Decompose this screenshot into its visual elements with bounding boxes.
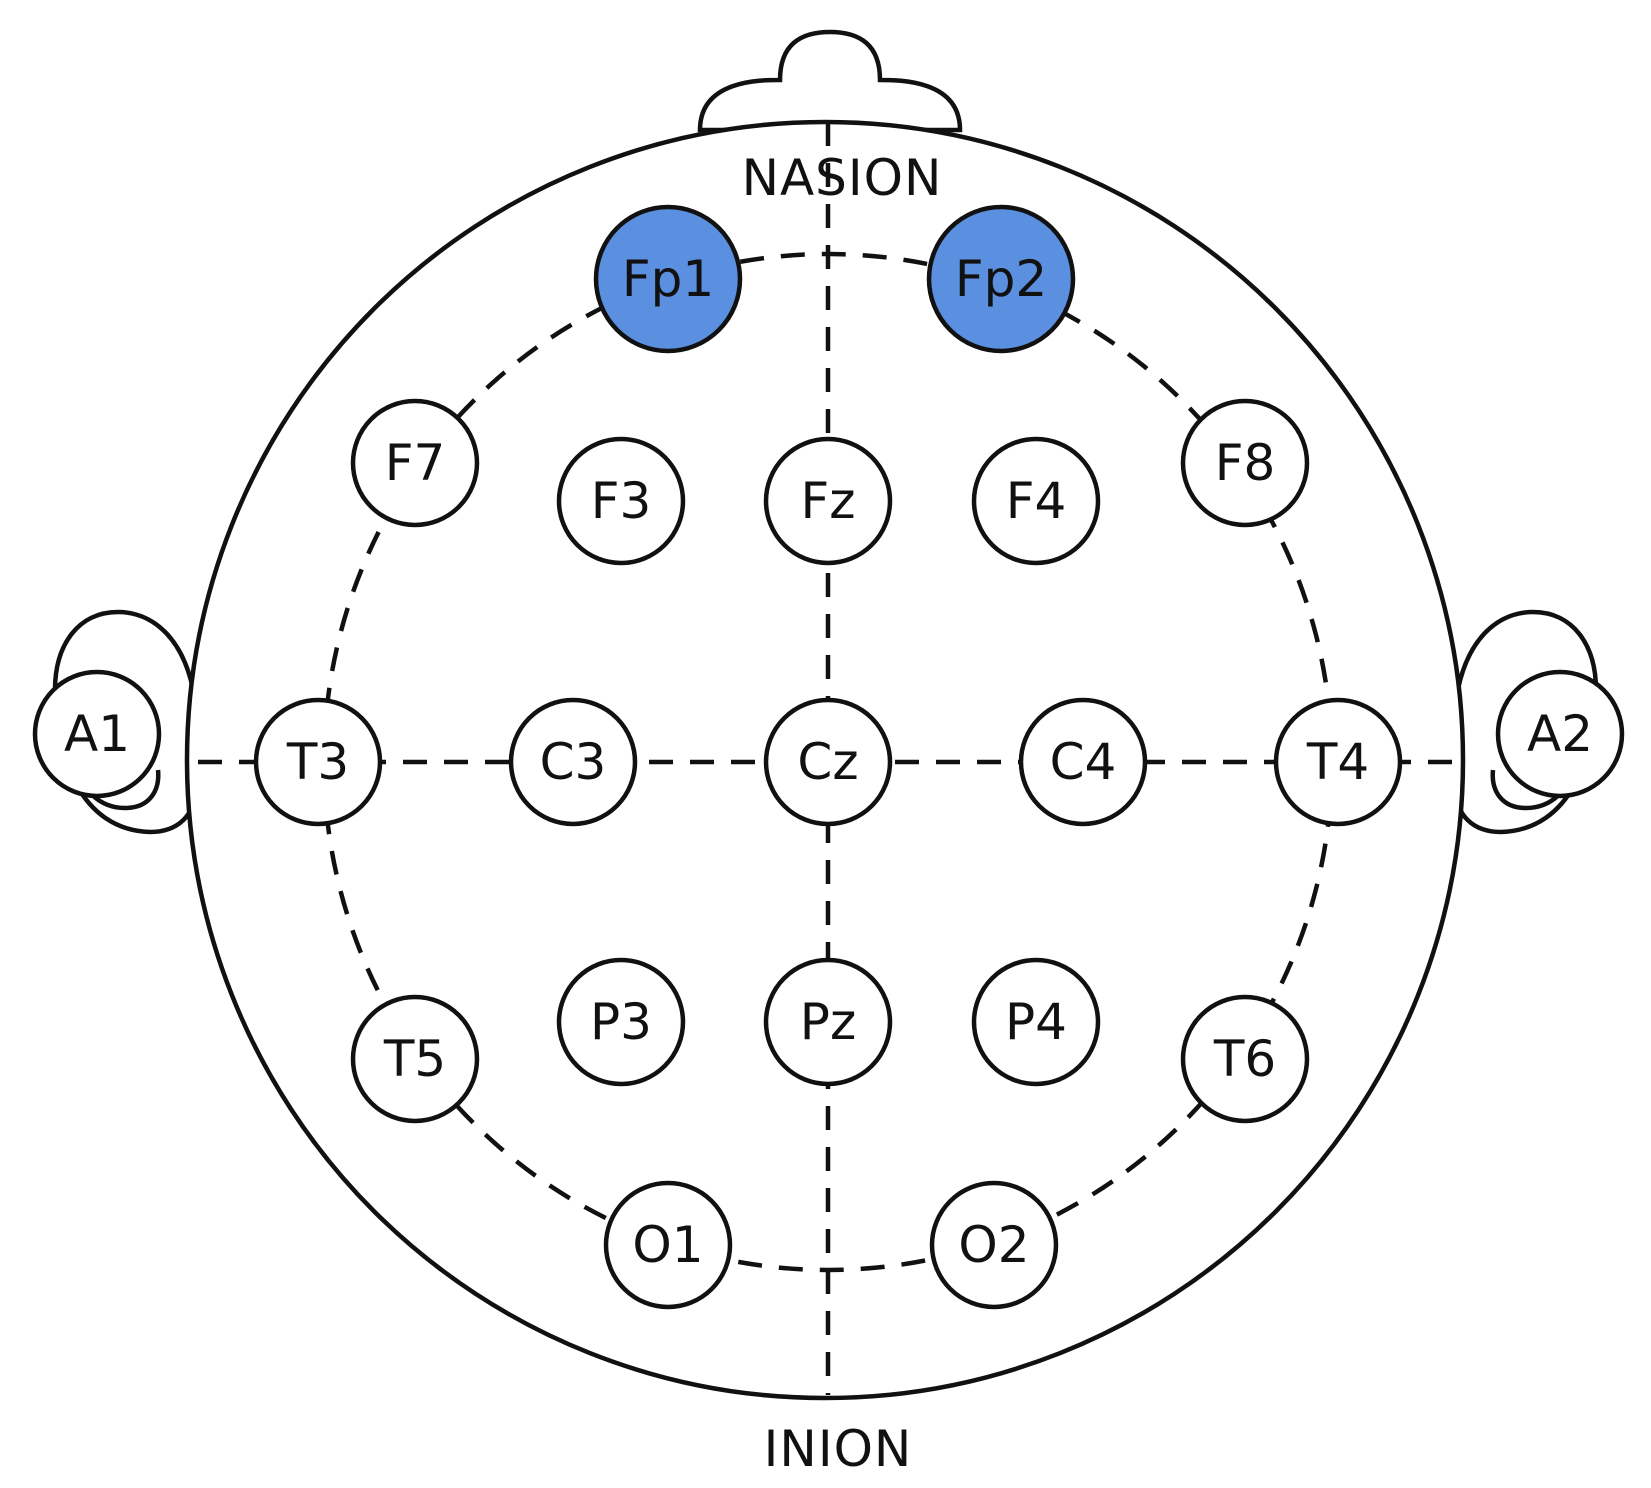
electrode-c4-label: C4: [1050, 733, 1117, 791]
electrode-p4: P4: [971, 957, 1101, 1087]
electrode-fp1: Fp1: [593, 204, 743, 354]
electrode-o1-label: O1: [632, 1216, 703, 1274]
electrode-t6: T6: [1180, 994, 1310, 1124]
electrode-a1: A1: [32, 669, 162, 799]
electrode-t6-circle: [1180, 994, 1310, 1124]
electrode-o2-circle: [929, 1180, 1059, 1310]
electrode-f7: F7: [350, 398, 480, 528]
electrode-t6-label: T6: [1213, 1030, 1276, 1088]
electrode-f3-circle: [556, 436, 686, 566]
electrode-a2: A2: [1495, 669, 1625, 799]
electrode-f7-label: F7: [385, 434, 446, 492]
electrode-t5: T5: [350, 994, 480, 1124]
electrode-cz-label: Cz: [797, 733, 858, 791]
electrode-c4-circle: [1018, 697, 1148, 827]
electrode-f8: F8: [1180, 398, 1310, 528]
electrode-f4-circle: [971, 436, 1101, 566]
electrode-t3-label: T3: [286, 733, 349, 791]
electrode-f8-circle: [1180, 398, 1310, 528]
electrode-a1-label: A1: [64, 705, 130, 763]
inion-label: INION: [764, 1420, 913, 1478]
electrode-fp2-circle: [926, 204, 1076, 354]
electrode-t3: T3: [253, 697, 383, 827]
electrode-t4-label: T4: [1306, 733, 1369, 791]
electrode-f7-circle: [350, 398, 480, 528]
electrode-fp1-label: Fp1: [622, 250, 714, 308]
electrode-c3: C3: [508, 697, 638, 827]
electrode-t4-circle: [1273, 697, 1403, 827]
electrode-fz-circle: [763, 436, 893, 566]
nasion-label: NASION: [742, 149, 943, 207]
electrode-o1-circle: [603, 1180, 733, 1310]
electrode-fp2-label: Fp2: [955, 250, 1047, 308]
electrode-fz: Fz: [763, 436, 893, 566]
electrode-t5-label: T5: [383, 1030, 446, 1088]
electrode-p4-label: P4: [1005, 993, 1067, 1051]
electrode-p3-label: P3: [590, 993, 652, 1051]
electrode-o1: O1: [603, 1180, 733, 1310]
electrode-pz-circle: [763, 957, 893, 1087]
electrode-f4: F4: [971, 436, 1101, 566]
electrode-c3-circle: [508, 697, 638, 827]
electrode-a2-label: A2: [1527, 705, 1593, 763]
electrode-o2: O2: [929, 1180, 1059, 1310]
electrode-f3-label: F3: [591, 472, 652, 530]
electrode-fz-label: Fz: [800, 472, 855, 530]
electrode-f4-label: F4: [1006, 472, 1067, 530]
electrode-pz-label: Pz: [800, 993, 856, 1051]
electrode-a1-circle: [32, 669, 162, 799]
electrode-p4-circle: [971, 957, 1101, 1087]
electrode-c3-label: C3: [540, 733, 607, 791]
electrode-cz: Cz: [763, 697, 893, 827]
electrode-cz-circle: [763, 697, 893, 827]
electrode-c4: C4: [1018, 697, 1148, 827]
electrode-a2-circle: [1495, 669, 1625, 799]
electrode-t3-circle: [253, 697, 383, 827]
electrode-fp2: Fp2: [926, 204, 1076, 354]
electrode-fp1-circle: [593, 204, 743, 354]
nose-outline: [697, 29, 963, 133]
electrode-t4: T4: [1273, 697, 1403, 827]
electrode-o2-label: O2: [958, 1216, 1029, 1274]
electrode-f3: F3: [556, 436, 686, 566]
electrode-f8-label: F8: [1215, 434, 1276, 492]
electrode-pz: Pz: [763, 957, 893, 1087]
electrode-p3-circle: [556, 957, 686, 1087]
electrode-p3: P3: [556, 957, 686, 1087]
electrode-t5-circle: [350, 994, 480, 1124]
